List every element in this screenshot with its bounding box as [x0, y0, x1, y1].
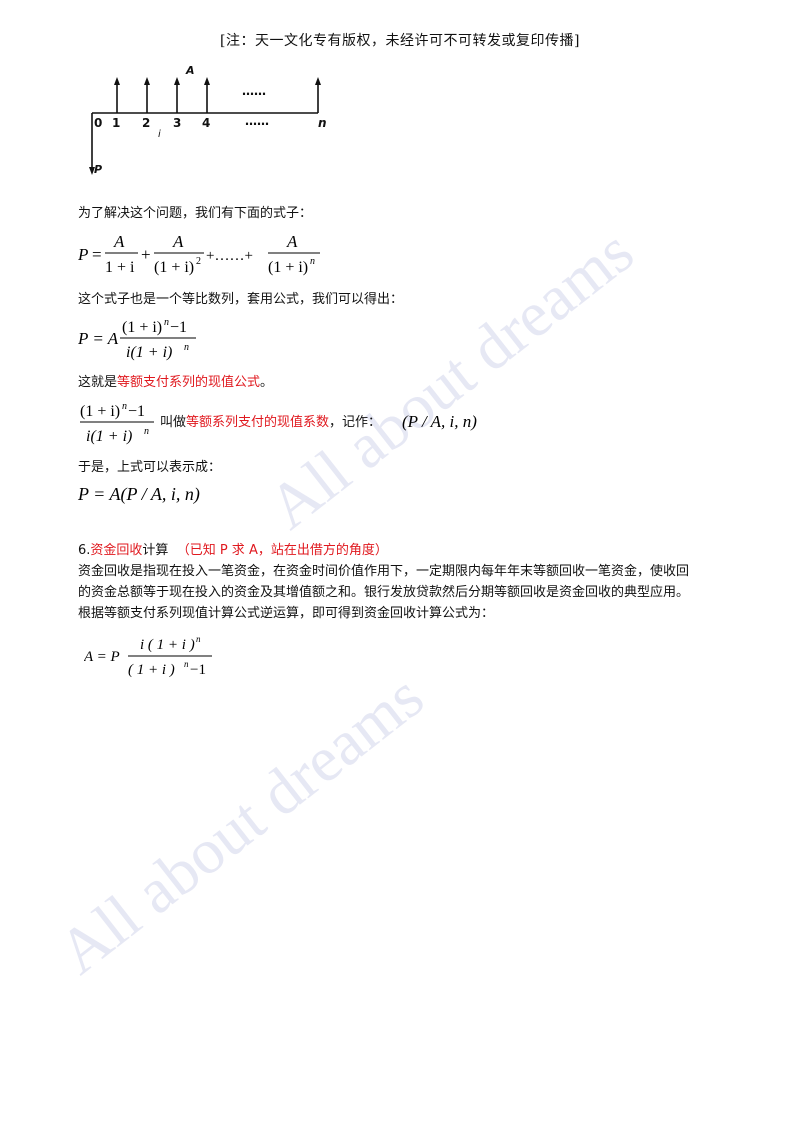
f5-den-tail: −1	[190, 662, 206, 678]
intro-text: 为了解决这个问题，我们有下面的式子：	[78, 206, 313, 221]
body-line-2: 的资金总额等于现在投入的资金及其增值额之和。银行发放贷款然后分期等额回收是资金回…	[78, 585, 690, 600]
section-keyword: 资金回收	[90, 543, 143, 558]
coef-den-exp: n	[144, 426, 149, 437]
tick-label: 1	[112, 116, 120, 130]
tick-label: ……	[245, 114, 269, 128]
f1-den2: (1 + i)	[154, 259, 194, 276]
coef-den: i(1 + i)	[86, 428, 132, 445]
f2-num: (1 + i)	[122, 319, 162, 336]
annuity-label: A	[185, 65, 195, 77]
pv-suffix: 。	[260, 375, 274, 390]
section-condition: （已知 P 求 A，站在出借方的角度）	[176, 543, 388, 558]
f2-exp: n	[164, 317, 169, 328]
rate-label: i	[158, 129, 161, 140]
section-number: 6.	[78, 543, 91, 558]
pv-prefix: 这就是	[78, 375, 118, 390]
f1-expn: n	[310, 256, 315, 267]
formula-pv-coefficient: (1 + i) n −1 i(1 + i) n	[80, 401, 154, 445]
body-line-3: 根据等额支付系列现值计算公式逆运算，即可得到资金回收计算公式为：	[78, 606, 495, 621]
top-dots: ……	[242, 84, 266, 98]
formula-present-value: P = A (1 + i) n −1 i(1 + i) n	[78, 317, 196, 361]
watermark: All about dreams	[45, 660, 437, 988]
f5-lhs: A = P	[84, 649, 120, 665]
f2-lhs: P = A	[78, 329, 119, 348]
f1-den1: 1 + i	[105, 259, 135, 276]
f1-num: A	[286, 232, 298, 251]
f1-num: A	[113, 232, 125, 251]
coef-name: 等额系列支付的现值系数	[186, 415, 330, 430]
f1-lhs: P	[78, 245, 88, 264]
tick-label: 3	[173, 116, 181, 130]
f1-den3: (1 + i)	[268, 259, 308, 276]
cash-flow-diagram: 0 1 2 3 4 …… n …… A P i	[89, 65, 327, 175]
f5-den-exp: n	[184, 659, 189, 669]
section-6-heading: 6.资金回收计算 （已知 P 求 A，站在出借方的角度）	[78, 541, 388, 561]
coefficient-sentence: 叫做等额系列支付的现值系数，记作：	[160, 413, 381, 433]
f2-den-exp: n	[184, 342, 189, 353]
f2-den: i(1 + i)	[126, 344, 172, 361]
thus-text: 于是，上式可以表示成：	[78, 460, 222, 475]
coef-num: (1 + i)	[80, 403, 120, 420]
coef-num-tail: −1	[128, 403, 145, 420]
f5-den: ( 1 + i )	[128, 662, 175, 678]
formula-capital-recovery: A = P i ( 1 + i ) n ( 1 + i ) n −1	[84, 634, 212, 678]
f5-num: i ( 1 + i )	[140, 637, 195, 653]
pv-formula-name: 等额支付系列的现值公式	[117, 375, 261, 390]
formula-present-value-series: P = A 1 + i + A (1 + i) 2 +……+ A (1 + i)…	[78, 232, 320, 276]
f1-num: A	[172, 232, 184, 251]
section-title: 计算	[142, 543, 169, 558]
coef-exp: n	[122, 401, 127, 412]
pv-formula-sentence: 这就是等额支付系列的现值公式。	[78, 373, 273, 393]
body-line-1: 资金回收是指现在投入一笔资金，在资金时间价值作用下，一定期限内每年年末等额回收一…	[78, 564, 690, 579]
tick-label: n	[318, 116, 327, 130]
copyright-header: [注：天一文化专有版权，未经许可不可转发或复印传播]	[220, 33, 580, 49]
formula-pv-short: P = A(P / A, i, n)	[78, 484, 200, 504]
f2-num-tail: −1	[170, 319, 187, 336]
coef-prefix: 叫做	[160, 415, 187, 430]
svg-text:+: +	[141, 245, 151, 264]
f1-exp2: 2	[196, 256, 201, 267]
svg-text:=: =	[92, 245, 102, 264]
notation-pv-factor: (P / A, i, n)	[402, 412, 477, 431]
geometric-series-text: 这个式子也是一个等比数列，套用公式，我们可以得出：	[78, 292, 404, 307]
f5-num-exp: n	[196, 634, 201, 644]
coef-suffix: ，记作：	[329, 415, 382, 430]
present-label: P	[94, 163, 102, 175]
tick-label: 4	[202, 116, 210, 130]
f1-dots: +……+	[206, 248, 253, 264]
tick-label: 0	[94, 116, 102, 130]
tick-label: 2	[142, 116, 150, 130]
